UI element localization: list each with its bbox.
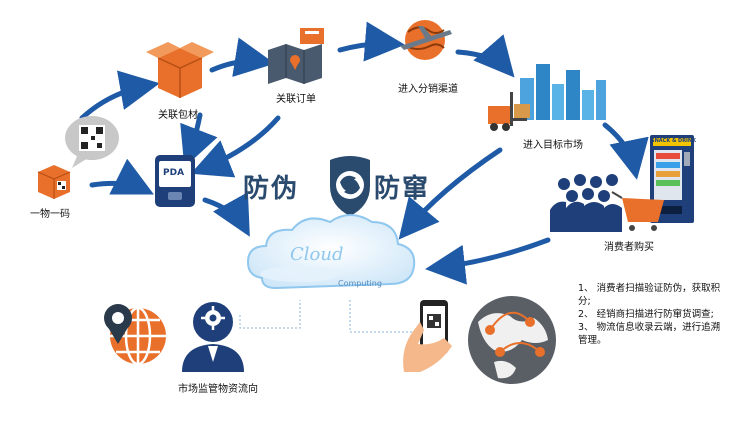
note-item: 2、 经销商扫描进行防窜货调查;: [578, 309, 714, 320]
pda-device-icon: [155, 155, 195, 207]
dotted-connectors: [239, 300, 420, 333]
label-enter-market: 进入目标市场: [523, 140, 583, 151]
label-one-item-one-code: 一物一码: [30, 209, 70, 220]
arrow-channel-to-market: [455, 34, 515, 78]
title-anti-counterfeit: 防伪: [243, 174, 300, 204]
label-market-supervision: 市场监管物资流向: [178, 384, 258, 395]
shield-logo: [330, 156, 370, 216]
flow-arrows: [79, 21, 649, 285]
arrow-market-to-cloud: [398, 147, 503, 240]
notes-list: 1、 消费者扫描验证防伪，获取积分; 2、 经销商扫描进行防窜货调查; 3、 物…: [578, 282, 728, 347]
label-link-packaging: 关联包材: [158, 110, 198, 121]
vending-machine-icon: [650, 135, 694, 223]
product-box-icon: [37, 165, 71, 199]
shopping-cart-icon: [611, 191, 664, 231]
supervisor-person-icon: [182, 302, 244, 372]
arrow-packaging-to-order: [209, 37, 275, 78]
location-globe-icon: [104, 304, 166, 366]
label-consumer-purchase: 消费者购买: [604, 242, 654, 253]
arrow-consumer-to-cloud: [425, 237, 551, 285]
cloud-sub: Computing: [338, 279, 382, 288]
arrow-pda-to-cloud: [202, 192, 250, 237]
vending-sign-text: SNACK & DRINK: [651, 138, 696, 144]
order-map-icon: [268, 28, 324, 84]
arrow-packaging-to-pda: [180, 112, 218, 168]
hand-phone-icon: [403, 300, 452, 372]
arrow-order-to-pda: [190, 115, 281, 178]
arrow-code-to-pda: [89, 158, 154, 195]
cloud-shape: [246, 214, 416, 290]
label-enter-channel: 进入分销渠道: [398, 84, 458, 95]
title-anti-diversion: 防窜: [374, 174, 431, 204]
cloud-word: Cloud: [290, 244, 344, 265]
consumers-crowd-icon: [550, 174, 622, 232]
tracking-globe-icon: [468, 296, 556, 384]
note-item: 3、 物流信息收录云端，进行追溯管理。: [578, 322, 721, 346]
note-item: 1、 消费者扫描验证防伪，获取积分;: [578, 283, 721, 307]
qr-speech-bubble: [65, 116, 119, 168]
arrow-code-to-packaging: [79, 70, 160, 121]
arrow-market-to-consumer: [602, 122, 649, 180]
pda-screen-text: PDA: [163, 168, 185, 178]
arrow-order-to-channel: [337, 21, 405, 62]
city-forklift-icon: [488, 64, 606, 131]
distribution-globe-icon: [400, 20, 452, 60]
packaging-box-icon: [146, 42, 214, 98]
label-link-order: 关联订单: [276, 94, 316, 105]
